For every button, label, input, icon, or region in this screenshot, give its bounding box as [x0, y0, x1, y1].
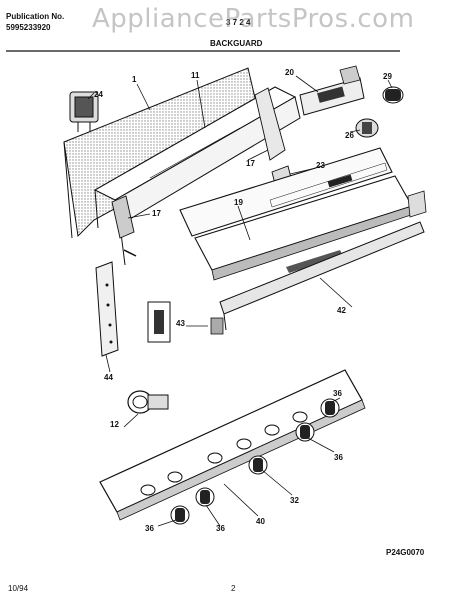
callout-17-left: 17	[152, 209, 161, 218]
callout-36-right-lower: 36	[334, 453, 343, 462]
callout-29: 29	[383, 72, 392, 81]
knob-32	[248, 455, 268, 475]
watermark-text: AppliancePartsPros.com	[92, 4, 415, 34]
callout-20: 20	[285, 68, 294, 77]
callout-23: 23	[316, 161, 325, 170]
part-17-bracket-left	[111, 195, 137, 257]
part-29-clock-knob	[382, 86, 404, 104]
knob-36-left	[170, 505, 190, 525]
part-24-rocker-switch	[69, 91, 99, 132]
knob-36-center	[195, 487, 215, 507]
knob-36-right-upper	[320, 398, 340, 418]
part-20-clock-timer	[299, 65, 365, 116]
callout-17-upper: 17	[246, 159, 255, 168]
callout-12: 12	[110, 420, 119, 429]
callout-36-center: 36	[216, 524, 225, 533]
callout-36-right-upper: 36	[333, 389, 342, 398]
callout-1: 1	[132, 75, 137, 84]
footer-page: 2	[231, 584, 236, 593]
callout-43: 43	[176, 319, 185, 328]
diagram-code: P24G0070	[386, 548, 425, 557]
knob-36-right-lower	[295, 422, 315, 442]
callout-19: 19	[234, 198, 243, 207]
part-42-trim-strip	[219, 221, 425, 331]
callout-11: 11	[191, 71, 200, 80]
model-partial: 3 7 2 4	[226, 18, 251, 27]
part-43-clip	[147, 301, 224, 343]
part-12-thermostat	[127, 390, 169, 414]
part-26-knob	[355, 118, 379, 138]
part-19-panel-trim	[194, 175, 427, 281]
burner-knobs	[170, 398, 340, 525]
footer-date: 10/94	[8, 584, 29, 593]
publication-label: Publication No.	[6, 12, 65, 21]
section-title: BACKGUARD	[210, 39, 263, 48]
publication-number: 5995233920	[6, 23, 51, 32]
callout-32: 32	[290, 496, 299, 505]
callout-36-left: 36	[145, 524, 154, 533]
callout-numbers: 1 11 20 29 24 26 17 23 17 19 42 43 44 36…	[94, 68, 392, 533]
callout-44: 44	[104, 373, 113, 382]
callout-26: 26	[345, 131, 354, 140]
callout-40: 40	[256, 517, 265, 526]
leader-lines	[87, 75, 393, 527]
callout-24: 24	[94, 90, 103, 99]
callout-42: 42	[337, 306, 346, 315]
part-44-side-bracket	[95, 261, 119, 357]
